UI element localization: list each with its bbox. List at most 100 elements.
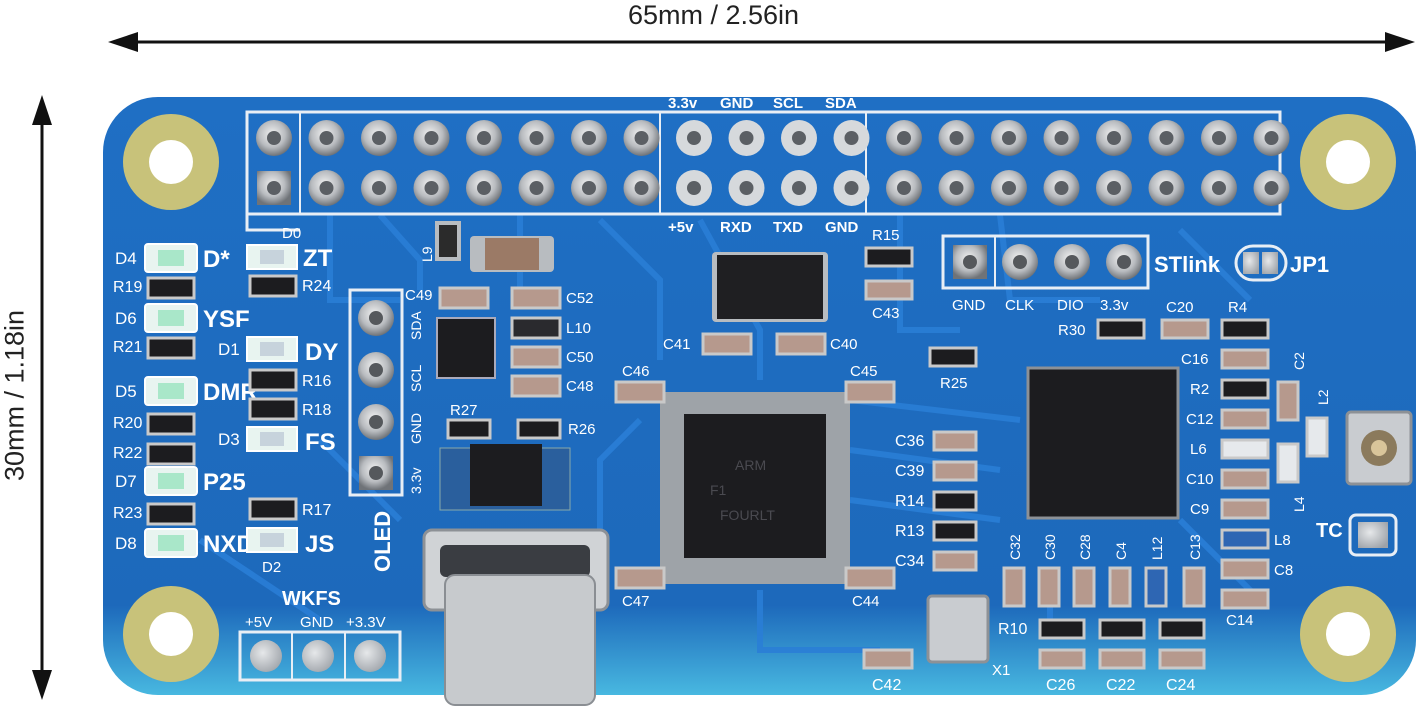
header-pin-hole	[1212, 181, 1226, 195]
header-pin-hole	[739, 181, 754, 195]
svg-text:R10: R10	[998, 621, 1027, 638]
svg-text:L8: L8	[1274, 532, 1291, 549]
svg-text:C42: C42	[872, 677, 901, 694]
header-labels: 3.3v GND SCL SDA +5v RXD TXD GND	[668, 95, 859, 236]
svg-text:L6: L6	[1190, 441, 1207, 458]
header-pin-hole	[529, 181, 544, 195]
svg-text:R19: R19	[113, 279, 142, 296]
led-column-right: D0 ZT D1 DY D3 FS D2 JS	[218, 225, 338, 576]
label-3v3-top: 3.3v	[668, 95, 698, 112]
led-d6: D6 YSF	[115, 303, 250, 333]
svg-text:C4: C4	[1113, 542, 1129, 560]
header-pin-hole	[792, 181, 806, 195]
rf-chip	[1026, 366, 1180, 520]
width-dimension-label: 65mm / 2.56in	[627, 0, 800, 30]
mounting-holes	[123, 114, 1396, 682]
ic-small	[439, 444, 571, 511]
svg-text:R27: R27	[450, 402, 478, 419]
center-components: C36 C39 R14 R13 C34 C32 C30 C28 C4 L12 C…	[862, 430, 1206, 694]
svg-text:D7: D7	[115, 472, 137, 491]
header-pin-hole	[897, 181, 911, 195]
copper-traces	[198, 213, 1263, 690]
header-pin-hole	[1264, 181, 1279, 195]
svg-text:C9: C9	[1190, 501, 1209, 518]
oled-pin-gnd: GND	[408, 413, 424, 444]
header-pin-hole	[372, 181, 386, 195]
header-pin-hole	[372, 131, 386, 145]
header-pin-hole	[1002, 181, 1016, 195]
svg-text:C32: C32	[1007, 534, 1023, 560]
svg-text:C14: C14	[1226, 612, 1254, 629]
svg-text:R25: R25	[940, 375, 968, 392]
svg-text:C50: C50	[566, 349, 594, 366]
oled-title: OLED	[370, 511, 395, 572]
svg-text:FS: FS	[305, 429, 336, 456]
led-d5: D5 DMR	[115, 376, 258, 406]
svg-text:D2: D2	[262, 559, 281, 576]
header-pin-hole	[634, 131, 649, 145]
label-sda-top: SDA	[825, 95, 857, 112]
stlink-header: STlink JP1 GND CLK DIO 3.3v	[941, 234, 1329, 314]
stlink-pin-dio: DIO	[1057, 297, 1084, 314]
svg-text:P25: P25	[203, 469, 246, 496]
oled-pin-scl: SCL	[408, 365, 424, 392]
oled-pin-3v3: 3.3v	[408, 468, 424, 494]
svg-text:C26: C26	[1046, 677, 1075, 694]
header-pin-hole	[687, 131, 701, 145]
header-pin-hole	[1264, 131, 1279, 145]
svg-text:C36: C36	[895, 433, 924, 450]
wkfs-pin-5v: +5V	[245, 614, 272, 631]
svg-text:C13: C13	[1187, 534, 1203, 560]
header-pin-hole	[267, 181, 281, 195]
label-gnd-bottom: GND	[825, 219, 859, 236]
label-scl-top: SCL	[773, 95, 803, 112]
header-pin-hole	[477, 131, 491, 145]
svg-text:R13: R13	[895, 523, 924, 540]
svg-text:C52: C52	[566, 290, 594, 307]
header-pin-hole	[477, 181, 491, 195]
stlink-pin-gnd: GND	[952, 297, 986, 314]
header-pin-hole	[1002, 131, 1016, 145]
oled-header: OLED SDA SCL GND 3.3v	[348, 288, 424, 572]
header-pin-hole	[949, 181, 964, 195]
svg-text:C10: C10	[1186, 471, 1214, 488]
svg-text:C48: C48	[566, 378, 594, 395]
svg-text:C20: C20	[1166, 299, 1194, 316]
svg-text:L10: L10	[566, 320, 591, 337]
svg-text:D3: D3	[218, 430, 240, 449]
header-pin-hole	[1107, 181, 1121, 195]
svg-text:R16: R16	[302, 373, 331, 390]
header-pin-hole	[267, 131, 281, 145]
svg-text:R20: R20	[113, 415, 142, 432]
header-pin-hole	[1054, 181, 1069, 195]
svg-text:JS: JS	[305, 531, 334, 558]
led-d7: D7 P25	[115, 466, 246, 496]
svg-text:NXD: NXD	[203, 531, 254, 558]
label-txd-bottom: TXD	[773, 219, 803, 236]
stlink-pin-3v3: 3.3v	[1100, 297, 1129, 314]
svg-text:R17: R17	[302, 502, 331, 519]
svg-text:R24: R24	[302, 278, 331, 295]
svg-text:YSF: YSF	[203, 306, 250, 333]
svg-text:FOURLT: FOURLT	[720, 507, 775, 523]
label-5v-bottom: +5v	[668, 219, 694, 236]
wkfs-pin-3v3: +3.3V	[346, 614, 386, 631]
jp1-label: JP1	[1290, 252, 1329, 277]
wkfs-pin-gnd: GND	[300, 614, 334, 631]
svg-text:D5: D5	[115, 382, 137, 401]
stlink-title: STlink	[1154, 252, 1221, 277]
header-pin-hole	[897, 131, 911, 145]
svg-text:D*: D*	[203, 246, 230, 273]
svg-text:D1: D1	[218, 340, 240, 359]
svg-text:C22: C22	[1106, 677, 1135, 694]
svg-text:C16: C16	[1181, 351, 1209, 368]
led-column-left: D4 D* D6 YSF D5 DMR D7 P25 D8 NXD	[115, 243, 258, 558]
led-d8: D8 NXD	[115, 528, 254, 558]
svg-text:C43: C43	[872, 305, 900, 322]
svg-text:C2: C2	[1291, 352, 1307, 370]
header-pin-hole	[424, 181, 439, 195]
svg-text:R21: R21	[113, 339, 142, 356]
svg-text:D6: D6	[115, 309, 137, 328]
